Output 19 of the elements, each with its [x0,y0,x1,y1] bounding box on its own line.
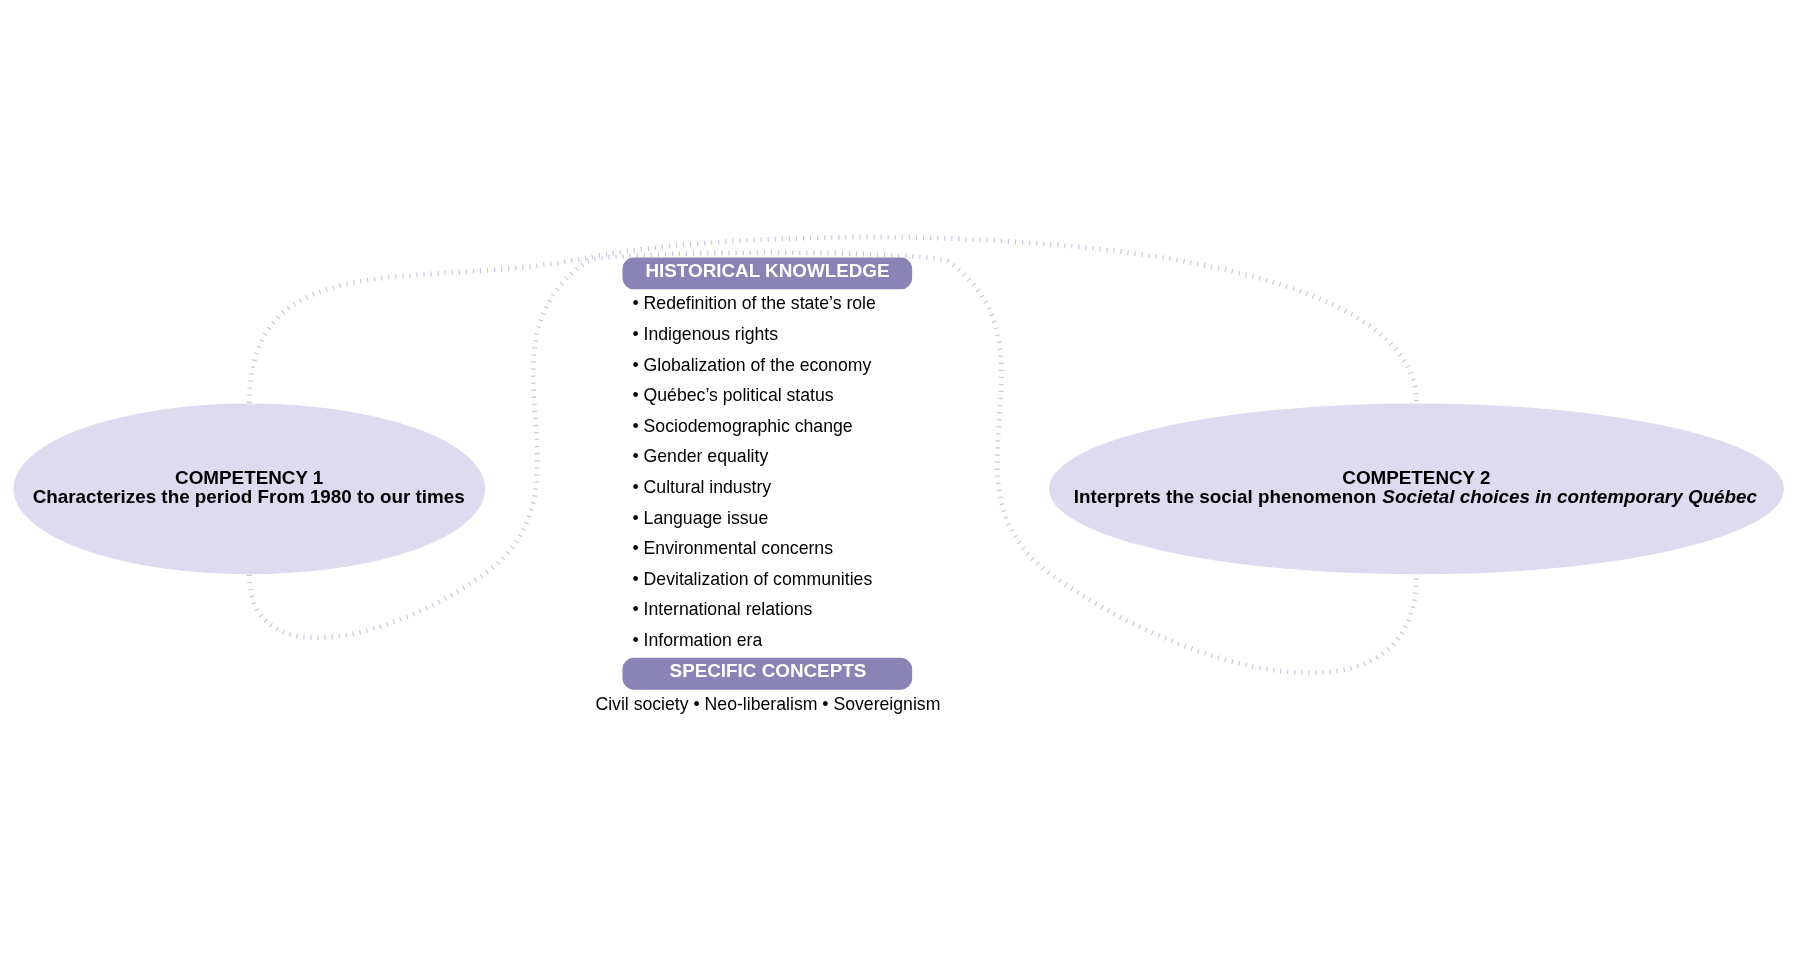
label: • Environmental concerns [632,537,833,558]
label: • Cultural industry [632,476,772,497]
label: • Devitalization of communities [632,568,873,589]
node-ellipse: COMPETENCY 1 Characterizes the period From 1980 to our times [13,403,486,574]
label: • Language issue [632,507,769,528]
label: • International relations [632,598,813,619]
label: • Sociodemographic change [632,415,853,436]
node-box: SPECIFIC CONCEPTS [622,657,913,690]
label: • Gender equality [632,445,769,466]
label: • Information era [632,629,763,650]
connector [247,234,1419,404]
node-ellipse: COMPETENCY 2 Interprets the social phenomenon Societal choices in contemporary Québec [1049,403,1784,574]
node-box: HISTORICAL KNOWLEDGE [622,256,913,289]
label: • Québec’s political status [632,384,834,405]
label: • Globalization of the economy [632,354,872,375]
label: • Redefinition of the state’s role [632,292,876,313]
connector [247,249,1419,675]
label: Civil society • Neo-liberalism • Sovereignism [595,693,941,714]
label: • Indigenous rights [632,323,779,344]
